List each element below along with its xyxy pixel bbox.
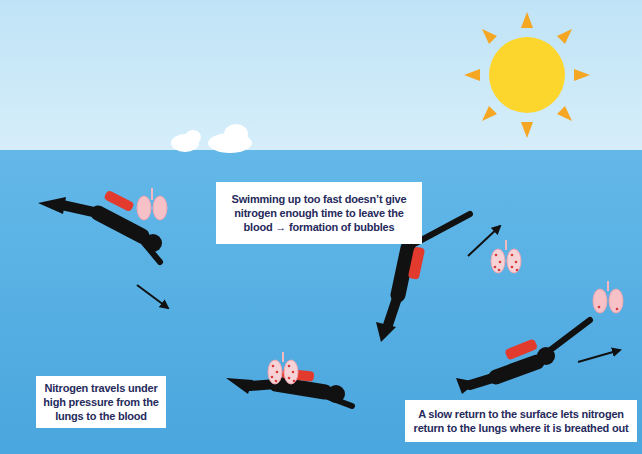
lung-lobe bbox=[609, 289, 623, 313]
nitrogen-dot bbox=[271, 376, 274, 379]
caption-box: A slow return to the surface lets nitrog… bbox=[405, 400, 637, 442]
diver-head bbox=[327, 385, 345, 403]
nitrogen-dots bbox=[598, 306, 619, 311]
diver-body bbox=[276, 384, 325, 392]
direction-arrow bbox=[578, 350, 620, 362]
caption-box: Swimming up too fast doesn’t give nitrog… bbox=[216, 182, 422, 244]
lung-lobe bbox=[268, 360, 282, 384]
air-tank bbox=[103, 190, 134, 213]
nitrogen-dot bbox=[494, 266, 497, 269]
sky bbox=[0, 0, 642, 152]
nitrogen-dot bbox=[495, 254, 498, 257]
sun-rays bbox=[464, 12, 590, 138]
nitrogen-dot bbox=[511, 254, 514, 257]
lung-lobe bbox=[491, 249, 505, 273]
direction-arrow bbox=[137, 285, 168, 308]
sea bbox=[0, 150, 642, 454]
diver-body bbox=[98, 213, 142, 236]
nitrogen-dot bbox=[516, 269, 519, 272]
nitrogen-dot bbox=[292, 371, 295, 374]
sun-ray bbox=[482, 106, 497, 121]
diver-head bbox=[144, 234, 162, 252]
air-tank bbox=[504, 338, 538, 360]
lung-lobe bbox=[593, 289, 607, 313]
nitrogen-dot bbox=[288, 365, 291, 368]
lungs-trachea bbox=[607, 281, 609, 291]
nitrogen-dot bbox=[515, 261, 518, 264]
lungs-clear bbox=[137, 188, 167, 220]
lungs-with-nitrogen bbox=[268, 352, 298, 384]
nitrogen-dots bbox=[494, 254, 519, 272]
lungs-trachea bbox=[505, 240, 507, 250]
sun-ray bbox=[557, 29, 572, 44]
lung-lobe bbox=[153, 196, 167, 220]
nitrogen-dot bbox=[276, 371, 279, 374]
diver-ascending-slow bbox=[456, 320, 590, 394]
lungs-trachea bbox=[282, 352, 284, 362]
caption-box: Nitrogen travels under high pressure fro… bbox=[36, 376, 166, 428]
nitrogen-dot bbox=[511, 266, 514, 269]
diver-body bbox=[398, 248, 408, 295]
diver-descending bbox=[38, 190, 162, 262]
lungs-with-bubbles bbox=[491, 240, 521, 273]
lung-lobe bbox=[137, 196, 151, 220]
lungs-exhaling bbox=[593, 281, 623, 313]
sun-ray bbox=[521, 12, 533, 28]
nitrogen-dot bbox=[499, 261, 502, 264]
nitrogen-dot bbox=[498, 269, 501, 272]
lung-lobe bbox=[284, 360, 298, 384]
sun-ray bbox=[574, 69, 590, 81]
nitrogen-dot bbox=[616, 308, 619, 311]
nitrogen-dot bbox=[275, 380, 278, 383]
diver-body bbox=[496, 362, 537, 377]
lung-lobe bbox=[507, 249, 521, 273]
sun bbox=[464, 12, 590, 138]
nitrogen-dots bbox=[271, 365, 296, 383]
clouds bbox=[171, 124, 252, 153]
diver-arm bbox=[414, 214, 470, 244]
nitrogen-dot bbox=[598, 306, 601, 309]
caption-text: Swimming up too fast doesn’t give nitrog… bbox=[221, 192, 417, 235]
sun-ray bbox=[464, 69, 480, 81]
sun-disc bbox=[489, 37, 565, 113]
nitrogen-dot bbox=[288, 377, 291, 380]
nitrogen-dot bbox=[272, 365, 275, 368]
nitrogen-dot bbox=[293, 380, 296, 383]
diver-head bbox=[537, 347, 555, 365]
diver-arm bbox=[549, 320, 590, 351]
sun-ray bbox=[521, 122, 533, 138]
cloud bbox=[224, 124, 248, 144]
cloud bbox=[185, 130, 201, 144]
caption-text: A slow return to the surface lets nitrog… bbox=[410, 407, 632, 436]
sun-ray bbox=[557, 106, 572, 121]
lungs-trachea bbox=[151, 188, 153, 200]
sun-ray bbox=[482, 29, 497, 44]
air-tank bbox=[408, 246, 425, 280]
caption-text: Nitrogen travels under high pressure fro… bbox=[41, 381, 161, 424]
